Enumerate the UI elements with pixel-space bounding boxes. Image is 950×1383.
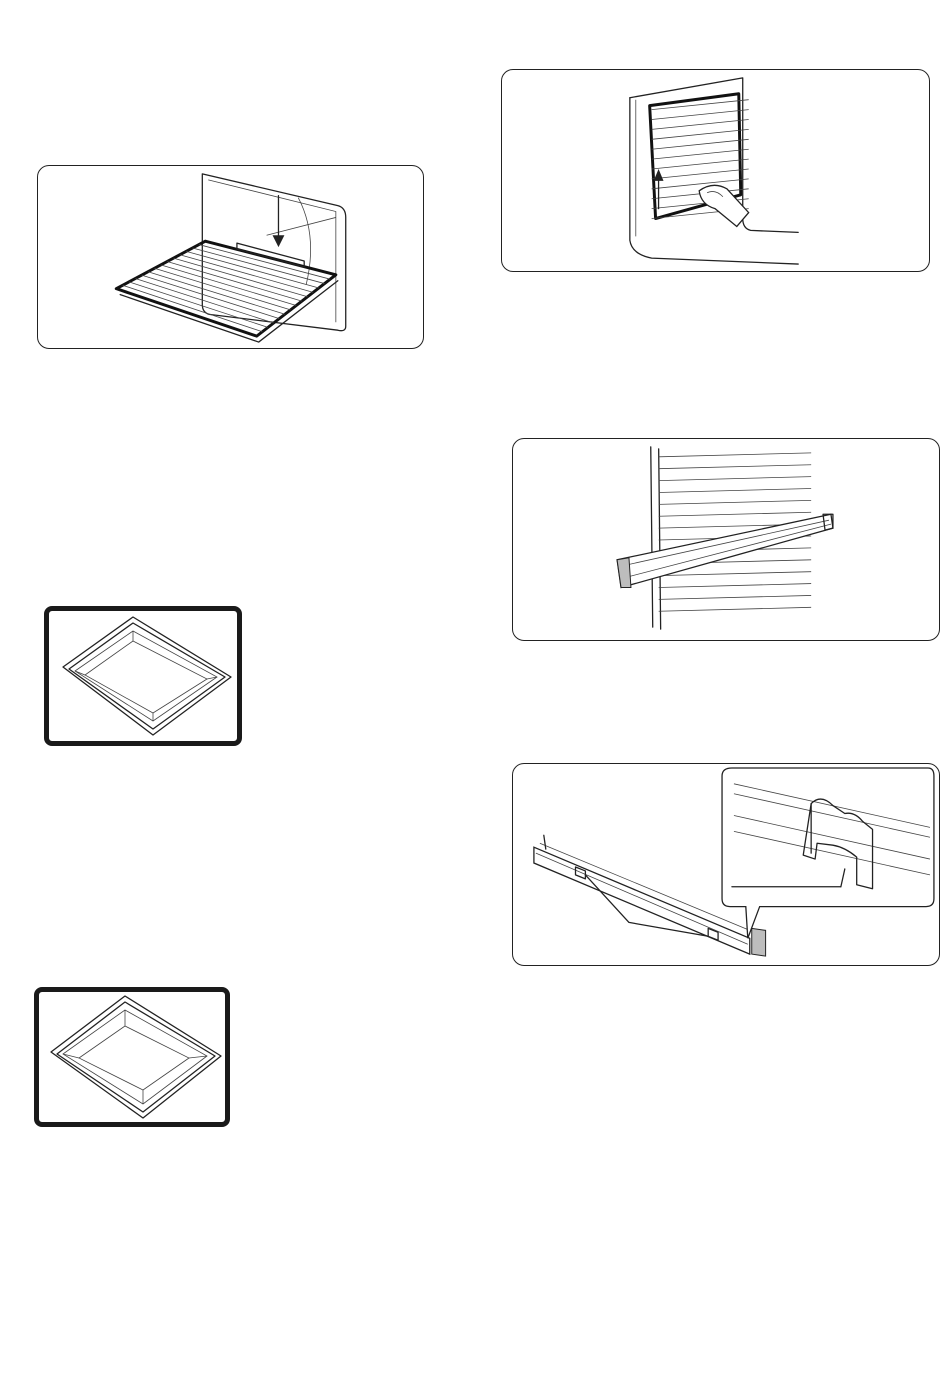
figure-rail-clip-detail bbox=[512, 763, 940, 966]
telescopic-slide-rail-illustration bbox=[513, 439, 939, 640]
figure-telescopic-slide bbox=[512, 438, 940, 641]
side-wire-rack-removal-illustration bbox=[502, 70, 929, 271]
figure-side-rack-removal bbox=[501, 69, 930, 272]
rail-clip-detail-illustration bbox=[513, 764, 939, 965]
figure-grill-insertion bbox=[37, 165, 424, 349]
oven-grill-rack-illustration bbox=[38, 166, 423, 348]
shallow-baking-tray-illustration bbox=[49, 611, 237, 741]
figure-shallow-tray bbox=[44, 606, 242, 746]
figure-deep-tray bbox=[34, 987, 230, 1127]
deep-baking-tray-illustration bbox=[39, 992, 225, 1122]
